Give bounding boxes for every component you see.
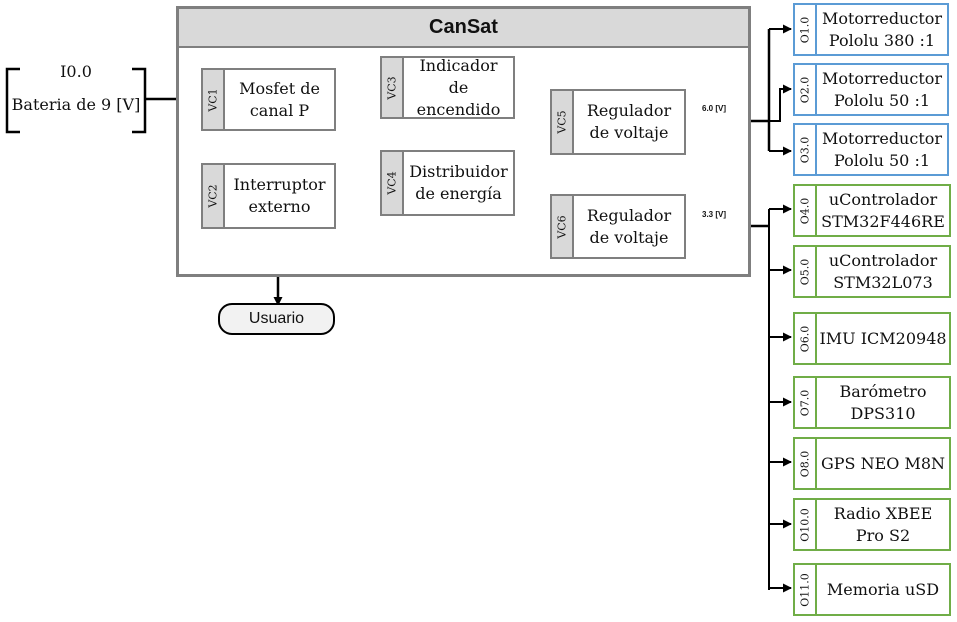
output-code: O1.0: [798, 16, 812, 43]
block-vc6-label: Regulador de voltaje: [586, 205, 672, 247]
output-label: uControlador STM32F446RE: [821, 189, 945, 231]
block-vc4-tag: VC4: [385, 171, 399, 195]
battery-bracket-left: [5, 67, 20, 134]
output-label: Barómetro DPS310: [839, 381, 927, 423]
output-label: Radio XBEE Pro S2: [833, 503, 933, 545]
output-o5: O5.0 uControlador STM32L073: [793, 245, 951, 298]
output-o2: O2.0 Motorreductor Pololu 50 :1: [793, 63, 949, 116]
block-vc6: VC6 Regulador de voltaje: [550, 194, 686, 259]
output-code: O2.0: [798, 76, 812, 103]
block-vc5: VC5 Regulador de voltaje: [550, 89, 686, 155]
block-vc2-tag: VC2: [206, 184, 220, 208]
output-code: O8.0: [798, 450, 812, 477]
output-code: O3.0: [798, 136, 812, 163]
battery-input: I0.0 Bateria de 9 [V]: [8, 60, 144, 130]
voltage-6v-label: 6.0 [V]: [702, 104, 727, 113]
output-label: Motorreductor Pololu 50 :1: [821, 68, 943, 110]
output-o1: O1.0 Motorreductor Pololu 380 :1: [793, 3, 949, 56]
output-code: O7.0: [798, 389, 812, 416]
block-vc2-label: Interruptor externo: [233, 175, 326, 216]
output-label: Motorreductor Pololu 50 :1: [821, 128, 943, 170]
block-vc5-tag: VC5: [555, 110, 569, 134]
output-label: GPS NEO M8N: [820, 453, 946, 473]
output-o8: O8.0 GPS NEO M8N: [793, 437, 951, 490]
block-vc1-label: Mosfet de canal P: [239, 78, 320, 120]
block-vc4-label: Distribuidor de energía: [409, 162, 508, 203]
block-vc6-tag: VC6: [555, 214, 569, 239]
battery-bracket-right: [132, 67, 147, 134]
output-o4: O4.0 uControlador STM32F446RE: [793, 184, 951, 237]
block-vc3-tag: VC3: [385, 75, 399, 100]
cansat-title: CanSat: [179, 9, 748, 48]
block-vc4: VC4 Distribuidor de energía: [380, 150, 515, 216]
output-code: O4.0: [798, 197, 812, 224]
output-label: uControlador STM32L073: [828, 250, 938, 292]
user-node: Usuario: [218, 303, 335, 335]
block-vc5-label: Regulador de voltaje: [586, 101, 672, 142]
output-code: O5.0: [798, 258, 812, 285]
output-code: O10.0: [798, 507, 812, 542]
block-vc2: VC2 Interruptor externo: [201, 163, 336, 229]
output-code: O11.0: [798, 572, 812, 607]
output-o7: O7.0 Barómetro DPS310: [793, 376, 951, 429]
output-o10: O10.0 Radio XBEE Pro S2: [793, 498, 951, 551]
block-vc3-label: Indicador de encendido: [416, 55, 501, 119]
voltage-3v3-label: 3.3 [V]: [702, 210, 727, 219]
battery-code: I0.0: [60, 62, 92, 81]
battery-label: Bateria de 9 [V]: [11, 95, 141, 114]
output-o11: O11.0 Memoria uSD: [793, 563, 951, 616]
output-label: Memoria uSD: [826, 579, 940, 599]
block-vc1: VC1 Mosfet de canal P: [201, 68, 336, 131]
output-code: O6.0: [798, 325, 812, 352]
output-label: IMU ICM20948: [819, 328, 947, 348]
output-o3: O3.0 Motorreductor Pololu 50 :1: [793, 123, 949, 176]
block-vc3: VC3 Indicador de encendido: [380, 56, 515, 119]
block-vc1-tag: VC1: [206, 87, 220, 112]
output-label: Motorreductor Pololu 380 :1: [821, 8, 943, 50]
output-o6: O6.0 IMU ICM20948: [793, 312, 951, 365]
